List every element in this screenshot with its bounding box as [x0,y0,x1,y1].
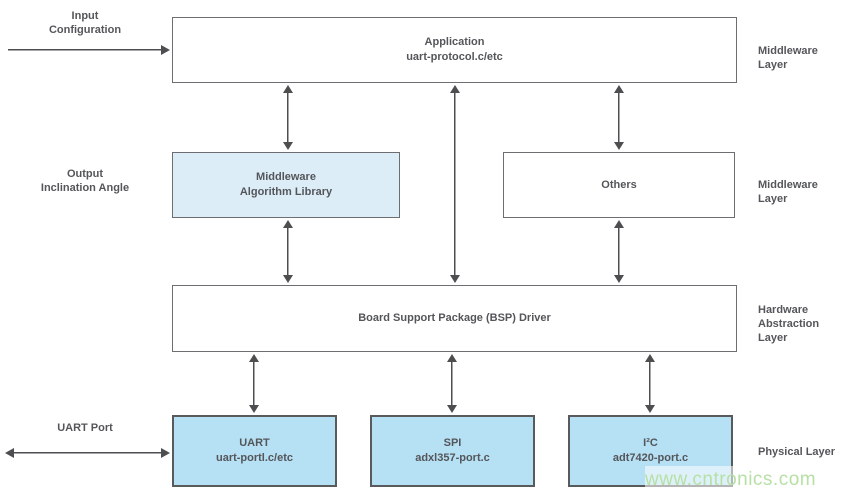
box-others-title: Others [601,178,637,191]
arrow-application-middleware-library [282,85,294,150]
arrow-application-others [613,85,625,150]
label-uart-port: UART Port [57,422,113,434]
box-middleware-algorithm-library: Middleware Algorithm Library [172,152,400,218]
box-spi-title: SPI [443,437,462,449]
box-spi: SPI adxl357-port.c [370,415,535,487]
arrow-bsp-uart [248,354,260,413]
label-middleware-layer-mid: Middleware Layer [758,179,818,205]
label-middleware-layer-top: Middleware Layer [758,45,818,71]
arrow-bsp-spi [446,354,458,413]
label-hardware-abstraction-layer: Hardware Abstraction Layer [758,304,820,344]
box-bsp-driver-title: Board Support Package (BSP) Driver [358,312,551,324]
box-uart-title: UART [239,437,270,449]
box-bsp-driver: Board Support Package (BSP) Driver [172,285,737,352]
box-application: Application uart-protocol.c/etc [172,17,737,83]
arrow-middleware-library-bsp [282,220,294,283]
box-spi-subtitle: adxl357-port.c [415,452,490,464]
box-i2c-title: I²C [643,437,658,449]
label-physical-layer: Physical Layer [758,446,836,458]
input-arrow-right [8,44,170,56]
label-output-inclination-angle: Output Inclination Angle [40,168,130,194]
label-input-configuration: Input Configuration [48,10,122,36]
box-application-title: Application [424,36,485,48]
box-uart: UART uart-portl.c/etc [172,415,337,487]
arrow-bsp-i2c [644,354,656,413]
box-application-subtitle: uart-protocol.c/etc [406,51,503,63]
box-uart-subtitle: uart-portl.c/etc [215,452,293,464]
uart-port-arrow-bidirectional [5,447,170,459]
box-middleware-algorithm-library-title: Middleware Algorithm Library [239,171,333,198]
watermark-text: www.cntronics.com [645,468,817,490]
arrow-application-bsp [449,85,461,283]
box-i2c-subtitle: adt7420-port.c [612,452,689,464]
box-others: Others [503,152,735,218]
watermark: www.cntronics.com [645,466,849,493]
arrow-others-bsp [613,220,625,283]
